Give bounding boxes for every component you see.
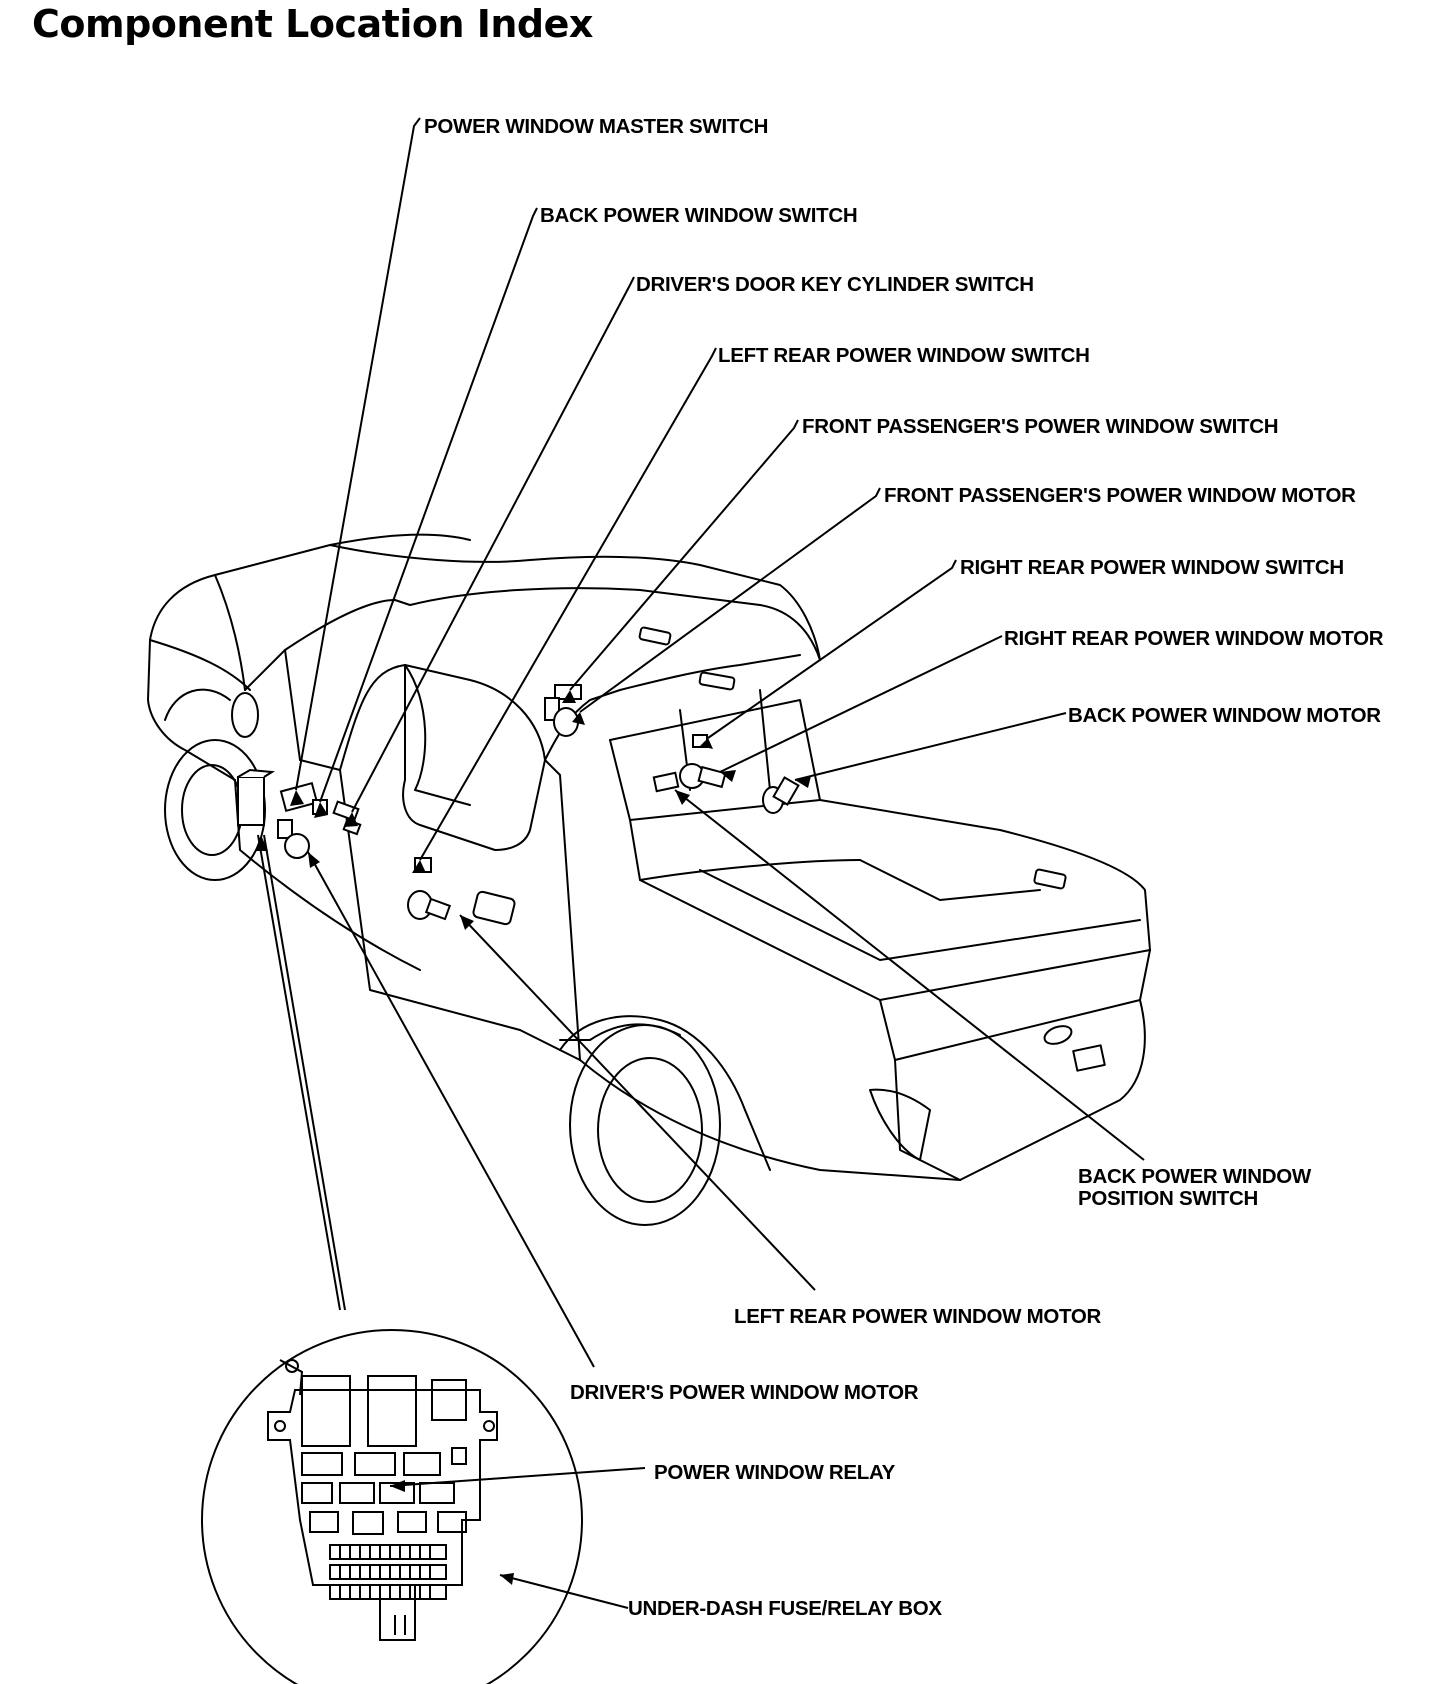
label-left-rear-power-window-motor: LEFT REAR POWER WINDOW MOTOR — [734, 1305, 1102, 1328]
truck-illustration — [147, 533, 1151, 1226]
fuse-array — [329, 1544, 447, 1600]
under-dash-fuse-relay-box-inset — [201, 1329, 583, 1684]
label-back-power-window-position-switch-line2: POSITION SWITCH — [1078, 1187, 1258, 1210]
label-power-window-relay: POWER WINDOW RELAY — [654, 1461, 896, 1484]
label-power-window-master-switch: POWER WINDOW MASTER SWITCH — [424, 115, 768, 138]
component-markers — [237, 684, 800, 921]
label-back-power-window-motor: BACK POWER WINDOW MOTOR — [1068, 704, 1381, 727]
label-drivers-power-window-motor: DRIVER'S POWER WINDOW MOTOR — [570, 1381, 919, 1404]
label-front-passengers-power-window-switch: FRONT PASSENGER'S POWER WINDOW SWITCH — [802, 415, 1278, 438]
leader-lines — [255, 117, 1145, 1609]
page-title: Component Location Index — [32, 2, 593, 46]
label-back-power-window-switch: BACK POWER WINDOW SWITCH — [540, 204, 857, 227]
label-front-passengers-power-window-motor: FRONT PASSENGER'S POWER WINDOW MOTOR — [884, 484, 1356, 507]
label-left-rear-power-window-switch: LEFT REAR POWER WINDOW SWITCH — [718, 344, 1090, 367]
callout-labels: POWER WINDOW MASTER SWITCH BACK POWER WI… — [424, 115, 1384, 1620]
label-back-power-window-position-switch-line1: BACK POWER WINDOW — [1078, 1165, 1312, 1188]
label-drivers-door-key-cylinder-switch: DRIVER'S DOOR KEY CYLINDER SWITCH — [636, 273, 1034, 296]
label-right-rear-power-window-motor: RIGHT REAR POWER WINDOW MOTOR — [1004, 627, 1384, 650]
label-under-dash-fuse-relay-box: UNDER-DASH FUSE/RELAY BOX — [628, 1597, 942, 1620]
label-right-rear-power-window-switch: RIGHT REAR POWER WINDOW SWITCH — [960, 556, 1344, 579]
